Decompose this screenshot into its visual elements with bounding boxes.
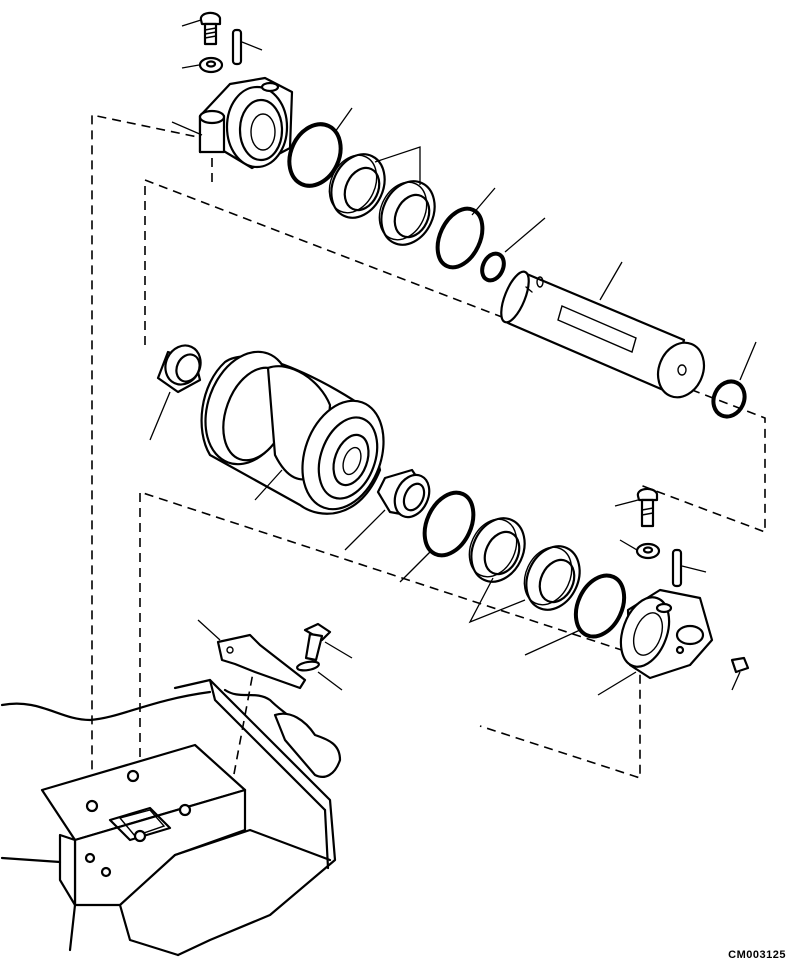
bushing-left [149, 344, 202, 441]
bracket-top [171, 76, 294, 170]
roller-shaft [500, 261, 706, 399]
spring-pin-top [231, 28, 263, 66]
o-ring-top [435, 187, 496, 270]
bushing-right [344, 468, 431, 551]
bolt-top [181, 11, 222, 46]
o-ring-small [480, 217, 546, 283]
guard-plate [197, 619, 307, 690]
floating-seal-pair-top [328, 146, 436, 246]
track-frame [0, 678, 342, 957]
bolt-right [614, 487, 659, 528]
o-ring-large-top [287, 107, 353, 188]
spring-pin-right [671, 548, 707, 588]
washer-top [181, 56, 224, 74]
floating-seal-pair-lower [468, 517, 581, 624]
o-ring-right [711, 341, 757, 419]
o-ring-lower [399, 490, 476, 583]
grease-plug [730, 656, 750, 691]
washer-right [619, 539, 661, 560]
drawing-code-label: CM003125 [728, 949, 786, 961]
bracket-right [597, 588, 714, 696]
bolt-guard [303, 622, 353, 662]
washer-guard [296, 660, 343, 691]
roller-body [200, 350, 385, 515]
o-ring-lower-right [524, 573, 627, 656]
